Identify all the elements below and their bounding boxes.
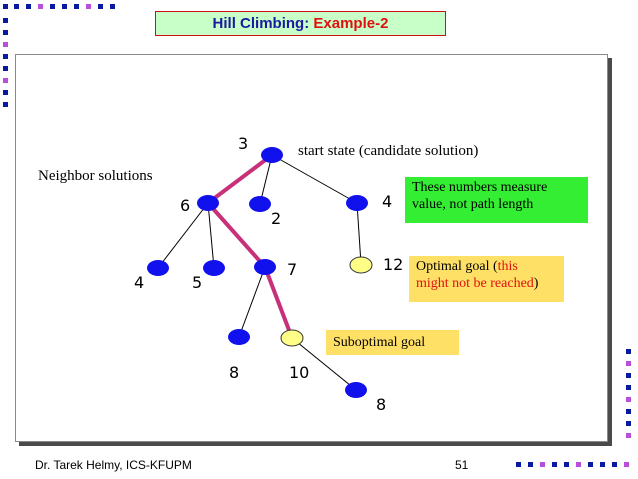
slide-title-accent: Example-2 (313, 15, 389, 32)
slide-title-prefix: Hill Climbing: (212, 15, 310, 32)
slide-title: Hill Climbing: Example-2 (155, 11, 446, 36)
node-value-n2: 2 (271, 209, 281, 228)
node-n8b (345, 382, 367, 398)
optimal-goal-red-2: might not be reached (416, 276, 534, 291)
node-root (261, 147, 283, 163)
optimal-goal-note: Optimal goal (this might not be reached) (409, 256, 564, 302)
optimal-goal-red-1: this (497, 259, 518, 274)
edge-root-n2 (259, 154, 273, 205)
footer-author: Dr. Tarek Helmy, ICS-KFUPM (35, 458, 192, 472)
path-edge-root-n6 (206, 153, 274, 205)
node-value-n7: 7 (287, 260, 297, 279)
node-value-n8: 8 (229, 363, 239, 382)
node-n4 (346, 195, 368, 211)
right-decoration-strip (620, 345, 636, 455)
node-value-n4: 4 (382, 192, 392, 211)
page-number: 51 (455, 458, 469, 472)
edge-n7-n8 (238, 266, 266, 338)
node-n5 (203, 260, 225, 276)
node-n4b (147, 260, 169, 276)
node-n2 (249, 196, 271, 212)
content-panel (15, 54, 608, 442)
measure-note-line2: value, not path length (412, 197, 534, 212)
node-value-n12: 12 (383, 255, 403, 274)
left-decoration-strip (0, 14, 14, 124)
edge-n6-n4b (157, 202, 209, 269)
suboptimal-goal-label: Suboptimal goal (333, 335, 426, 350)
node-n7 (254, 259, 276, 275)
optimal-goal-prefix: Optimal goal ( (416, 259, 498, 274)
path-edge-n6-n7 (206, 201, 267, 269)
suboptimal-goal-note: Suboptimal goal (326, 330, 459, 355)
node-value-root: 3 (238, 134, 248, 153)
edge-root-n4 (271, 154, 358, 204)
measure-note-line1: These numbers measure (412, 180, 548, 195)
node-value-n5: 5 (192, 273, 202, 292)
node-n10 (280, 329, 304, 347)
edge-n4-n12 (356, 202, 362, 265)
top-decoration-strip (0, 0, 130, 14)
neighbor-solutions-label: Neighbor solutions (38, 168, 153, 184)
edge-n10-n8b (291, 337, 357, 391)
node-value-n6: 6 (180, 196, 190, 215)
path-edge-n7-n10 (263, 266, 294, 339)
node-value-n4b: 4 (134, 273, 144, 292)
node-value-n8b: 8 (376, 395, 386, 414)
node-n6 (197, 195, 219, 211)
bottom-decoration-strip (510, 458, 636, 472)
node-n12 (349, 256, 373, 274)
edge-n6-n5 (207, 202, 215, 269)
node-n8 (228, 329, 250, 345)
start-state-label: start state (candidate solution) (298, 143, 478, 159)
node-value-n10: 10 (289, 363, 309, 382)
measure-note: These numbers measure value, not path le… (405, 177, 588, 223)
optimal-goal-suffix: ) (533, 276, 539, 291)
